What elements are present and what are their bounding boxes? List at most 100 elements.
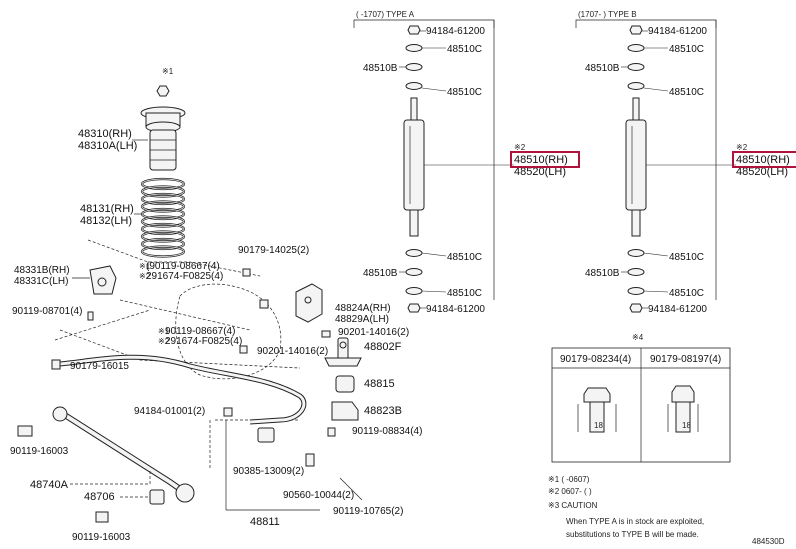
label-90119-08701: 90119-08701(4) (12, 306, 82, 317)
label-90119-16003-a: 90119-16003 (10, 446, 69, 457)
box-dim-right: 18 (682, 421, 691, 430)
label-48824a-rh: 48824A(RH) (335, 303, 391, 314)
nut-top-label: 94184-61200 (426, 26, 485, 37)
shock-lower-rod (631, 209, 641, 237)
label-b2: 48510B (585, 268, 620, 279)
cushion-c2[interactable] (405, 82, 423, 90)
nut-top-label: 94184-61200 (648, 26, 707, 37)
label-48706: 48706 (84, 491, 115, 503)
label-c2: 48510C (447, 87, 482, 98)
label-48331c-lh: 48331C(LH) (14, 276, 68, 287)
shock-lower-rod (409, 209, 419, 237)
cushion-c1[interactable] (627, 44, 645, 52)
mark1-upper: ※1 (139, 262, 151, 271)
label-90201-14016: 90201-14016(2) (338, 327, 409, 338)
stabilizer-bushing-48815[interactable] (335, 375, 355, 393)
label-b2: 48510B (363, 268, 398, 279)
shock-absorber-type-a: ( -1707) TYPE A 94184-61200 48510C 48510B 48… (353, 10, 580, 315)
note-2: ※2 0607- ( ) (548, 487, 592, 496)
lateral-rod-bracket-48824a[interactable] (295, 283, 323, 323)
label-48331b-rh: 48331B(RH) (14, 265, 70, 276)
label-c1: 48510C (669, 44, 704, 55)
nut-bottom-icon (629, 303, 643, 313)
nut-top-icon (407, 25, 421, 35)
box-label-right: 90179-08197(4) (650, 354, 721, 365)
label-c1: 48510C (447, 44, 482, 55)
cushion-c3[interactable] (627, 249, 645, 257)
cushion-b2[interactable] (405, 268, 423, 276)
shock-body[interactable] (403, 119, 425, 211)
cushion-c3[interactable] (405, 249, 423, 257)
label-c4: 48510C (669, 288, 704, 299)
main-mark: ※2 (514, 143, 526, 152)
mark2-lower: ※2 (158, 337, 170, 346)
cushion-b1[interactable] (405, 63, 423, 71)
label-90201-14016-2: 90201-14016(2) (257, 346, 328, 357)
label-94184-01001: 94184-01001(2) (134, 406, 205, 417)
upper-mount-48310[interactable] (140, 106, 186, 171)
label-48811: 48811 (250, 516, 280, 528)
mark1-lower: ※1 (158, 327, 170, 336)
note-5: substitutions to TYPE B will be made. (566, 530, 699, 539)
type-header: (1707- ) TYPE B (578, 10, 637, 19)
label-c3: 48510C (447, 252, 482, 263)
label-291674-f0825a: 291674-F0825(4) (146, 271, 223, 282)
cushion-c1[interactable] (405, 44, 423, 52)
label-90385-13009: 90385-13009(2) (233, 466, 304, 477)
label-90119-08667a: (90119-08667(4) (146, 261, 220, 272)
label-90119-08834: 90119-08834(4) (352, 426, 422, 437)
label-48815: 48815 (364, 378, 395, 390)
label-main2: 48520(LH) (736, 166, 788, 178)
label-b1: 48510B (585, 63, 620, 74)
label-90119-10765: 90119-10765(2) (333, 506, 403, 517)
nut-bottom-label: 94184-61200 (426, 304, 485, 315)
shock-absorber-type-b: (1707- ) TYPE B 94184-61200 48510C 48510B 48… (575, 10, 796, 315)
label-90119-08667b: 90119-08667(4) (165, 326, 235, 337)
label-48310a-lh: 48310A(LH) (78, 140, 137, 152)
label-c2: 48510C (669, 87, 704, 98)
cushion-c4[interactable] (627, 287, 645, 295)
stabilizer-bar-48811[interactable] (59, 354, 307, 425)
label-main: 48510(RH) (514, 154, 568, 166)
nut-bottom-icon (407, 303, 421, 313)
label-b1: 48510B (363, 63, 398, 74)
main-mark: ※2 (736, 143, 748, 152)
highlight-box (510, 151, 580, 168)
highlight-box (732, 151, 796, 168)
note-4: When TYPE A is in stock are exploited, (566, 517, 704, 526)
coil-spring-48131[interactable] (140, 177, 186, 258)
box-dim-left: 18 (594, 421, 603, 430)
note-3: ※3 CAUTION (548, 501, 598, 510)
box-mark: ※4 (632, 333, 644, 342)
label-90560-10044: 90560-10044(2) (283, 490, 354, 501)
note-1: ※1 ( -0607) (548, 475, 590, 484)
bolt-right-icon (667, 385, 699, 433)
label-291674-f0825b: 291674-F0825(4) (165, 336, 242, 347)
shock-body[interactable] (625, 119, 647, 211)
type-header: ( -1707) TYPE A (356, 10, 415, 19)
bolt-left-icon (577, 387, 617, 433)
upper-support-nut (156, 85, 170, 97)
label-48802f: 48802F (364, 341, 402, 353)
cushion-c2[interactable] (627, 82, 645, 90)
label-48740a: 48740A (30, 479, 69, 491)
label-90179-14025: 90179-14025(2) (238, 245, 309, 256)
label-c4: 48510C (447, 288, 482, 299)
label-c3: 48510C (669, 252, 704, 263)
cushion-b2[interactable] (627, 268, 645, 276)
nut-bottom-label: 94184-61200 (648, 304, 707, 315)
cushion-b1[interactable] (627, 63, 645, 71)
label-48132-lh: 48132(LH) (80, 215, 132, 227)
cushion-c4[interactable] (405, 287, 423, 295)
shock-rod (410, 97, 418, 121)
nut-top-icon (629, 25, 643, 35)
label-48829a-lh: 48829A(LH) (335, 314, 389, 325)
stabilizer-bracket-48823b[interactable] (331, 401, 359, 421)
bump-stopper-48331b[interactable] (89, 265, 117, 295)
stabilizer-link-48802f[interactable] (324, 337, 362, 367)
box-label-left: 90179-08234(4) (560, 354, 631, 365)
label-48310-rh: 48310(RH) (78, 128, 132, 140)
label-48131-rh: 48131(RH) (80, 203, 134, 215)
mark2-upper: ※2 (139, 272, 151, 281)
lateral-control-rod-48740a[interactable] (52, 406, 195, 505)
